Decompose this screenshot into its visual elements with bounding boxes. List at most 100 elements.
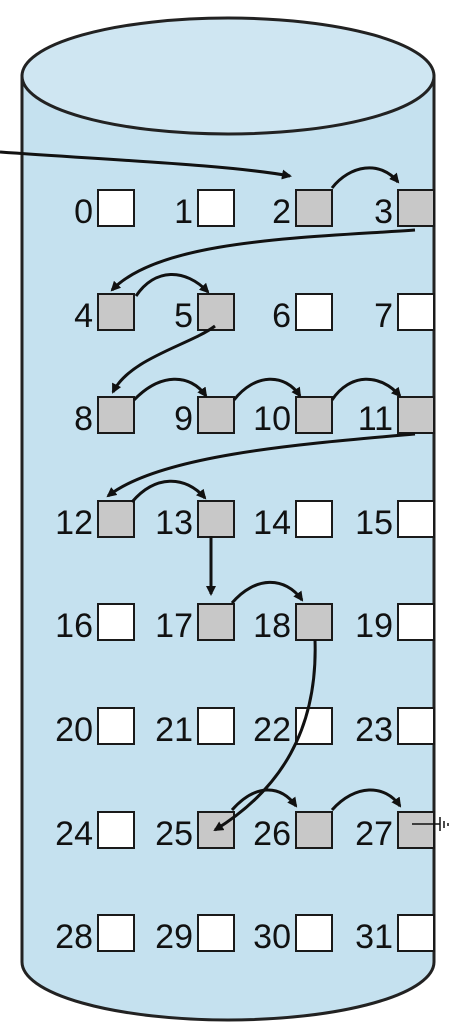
disk-block-28: 28 (55, 914, 135, 956)
block-box-6 (295, 293, 333, 331)
block-box-9 (197, 396, 235, 434)
block-number-15: 15 (355, 504, 393, 542)
block-box-8 (97, 396, 135, 434)
disk-block-5: 5 (174, 293, 235, 335)
block-number-19: 19 (355, 607, 393, 645)
block-box-28 (97, 914, 135, 952)
block-box-16 (97, 603, 135, 641)
block-number-24: 24 (55, 815, 93, 853)
block-number-23: 23 (355, 711, 393, 749)
block-number-27: 27 (355, 815, 393, 853)
block-box-15 (397, 500, 435, 538)
disk-block-14: 14 (253, 500, 333, 542)
link-12-to-13 (130, 479, 207, 503)
block-box-27 (397, 811, 435, 849)
block-box-14 (295, 500, 333, 538)
block-box-21 (197, 707, 235, 745)
block-number-13: 13 (155, 504, 193, 542)
block-number-12: 12 (55, 504, 93, 542)
link-4-to-5 (134, 273, 210, 297)
disk-block-30: 30 (253, 914, 333, 956)
link-25-to-26 (230, 788, 298, 811)
block-number-28: 28 (55, 918, 93, 956)
disk-block-3: 3 (374, 189, 435, 231)
block-number-30: 30 (253, 918, 291, 956)
block-box-4 (97, 293, 135, 331)
block-number-10: 10 (253, 400, 291, 438)
block-number-1: 1 (174, 193, 193, 231)
disk-block-23: 23 (355, 707, 435, 749)
block-number-18: 18 (253, 607, 291, 645)
disk-block-21: 21 (155, 707, 235, 749)
block-box-7 (397, 293, 435, 331)
disk-block-29: 29 (155, 914, 235, 956)
block-number-14: 14 (253, 504, 291, 542)
block-box-13 (197, 500, 235, 538)
disk-block-9: 9 (174, 396, 235, 438)
block-box-12 (97, 500, 135, 538)
disk-block-26: 26 (253, 811, 333, 853)
block-box-0 (97, 189, 135, 227)
block-number-0: 0 (74, 193, 93, 231)
link-8-to-9 (132, 377, 208, 402)
block-box-23 (397, 707, 435, 745)
block-box-2 (295, 189, 333, 227)
cylinder-top (20, 16, 436, 136)
block-box-17 (197, 603, 235, 641)
block-number-11: 11 (358, 400, 393, 438)
block-box-26 (295, 811, 333, 849)
disk-block-25: 25 (155, 811, 235, 853)
disk-block-7: 7 (374, 293, 435, 335)
disk-block-10: 10 (253, 396, 333, 438)
block-number-26: 26 (253, 815, 291, 853)
block-number-5: 5 (174, 297, 193, 335)
link-9-to-10 (232, 377, 302, 401)
link-18-to-25 (213, 639, 317, 832)
link-26-to-27 (330, 788, 402, 811)
block-number-21: 21 (155, 711, 193, 749)
block-box-18 (295, 603, 333, 641)
block-number-17: 17 (155, 607, 193, 645)
disk-block-1: 1 (174, 189, 235, 231)
disk-block-16: 16 (55, 603, 135, 645)
block-box-31 (397, 914, 435, 952)
link-11-to-12 (106, 432, 416, 498)
block-box-19 (397, 603, 435, 641)
block-number-4: 4 (74, 297, 93, 335)
disk-block-27: 27 (355, 811, 435, 853)
link-17-to-18 (230, 580, 304, 604)
disk-block-11: 11 (358, 396, 435, 438)
disk-block-19: 19 (355, 603, 435, 645)
block-box-29 (197, 914, 235, 952)
block-box-10 (295, 396, 333, 434)
directory-pointer-arrow (0, 150, 292, 180)
block-number-22: 22 (253, 711, 291, 749)
disk-block-8: 8 (74, 396, 135, 438)
disk-block-18: 18 (253, 603, 333, 645)
disk-block-31: 31 (355, 914, 435, 956)
disk-block-24: 24 (55, 811, 135, 853)
block-number-2: 2 (272, 193, 291, 231)
block-number-9: 9 (174, 400, 193, 438)
disk-block-15: 15 (355, 500, 435, 542)
block-box-5 (197, 293, 235, 331)
link-10-to-11 (330, 377, 402, 401)
disk-block-6: 6 (272, 293, 333, 335)
block-box-24 (97, 811, 135, 849)
disk-block-4: 4 (74, 293, 135, 335)
block-number-6: 6 (272, 297, 291, 335)
disk-block-13: 13 (155, 500, 235, 542)
block-box-1 (197, 189, 235, 227)
block-number-16: 16 (55, 607, 93, 645)
disk-block-0: 0 (74, 189, 135, 231)
disk-block-17: 17 (155, 603, 235, 645)
block-number-3: 3 (374, 193, 393, 231)
block-number-7: 7 (374, 297, 393, 335)
block-number-29: 29 (155, 918, 193, 956)
disk-block-2: 2 (272, 189, 333, 231)
link-5-to-8 (111, 324, 216, 394)
block-box-3 (397, 189, 435, 227)
block-number-8: 8 (74, 400, 93, 438)
